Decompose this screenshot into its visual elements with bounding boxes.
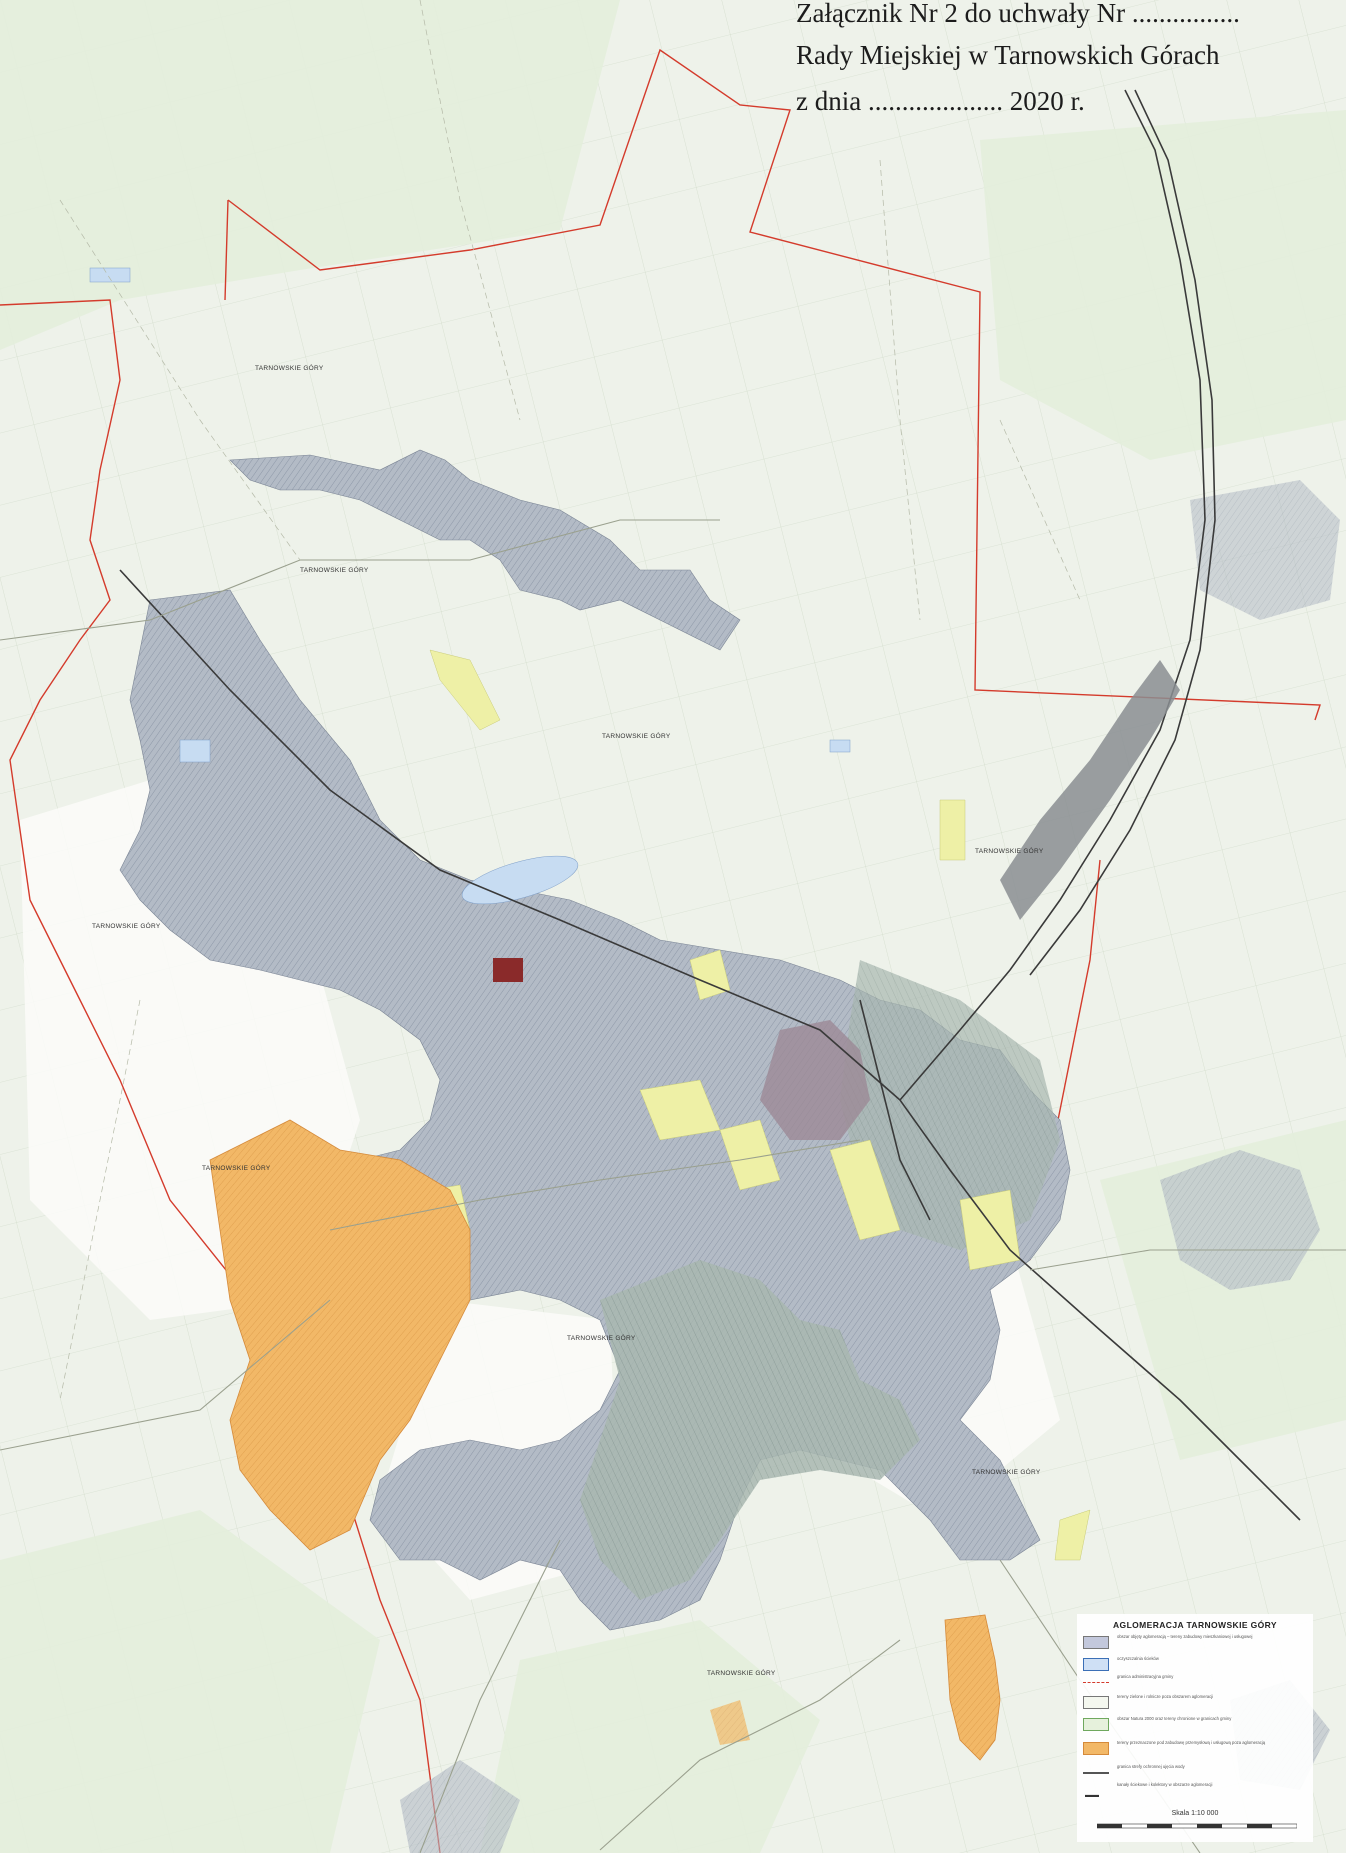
legend-item-text: tereny przeznaczone pod zabudowę przemys… xyxy=(1117,1740,1266,1745)
orange-zone-small xyxy=(710,1700,750,1745)
south-settlement xyxy=(400,1760,520,1853)
header-line-3: z dnia .................... 2020 r. xyxy=(796,86,1085,116)
marshalling-yard xyxy=(1000,660,1180,920)
legend-item: ▬▬ kanały ściekowe i kolektory w obszarz… xyxy=(1083,1782,1309,1808)
label-tg-north2: TARNOWSKIE GÓRY xyxy=(300,565,369,574)
agglomeration-south xyxy=(580,1260,920,1600)
label-tg-east: TARNOWSKIE GÓRY xyxy=(975,846,1044,855)
north-settlement xyxy=(229,449,741,651)
legend-item: tereny przeznaczone pod zabudowę przemys… xyxy=(1083,1740,1309,1766)
legend-item: oczyszczalnia ścieków xyxy=(1083,1656,1309,1682)
legend-swatch xyxy=(1083,1636,1109,1649)
label-tg-west: TARNOWSKIE GÓRY xyxy=(92,921,161,930)
legend-item-text: granica administracyjna gminy xyxy=(1117,1674,1174,1679)
label-tg-center-n: TARNOWSKIE GÓRY xyxy=(602,731,671,740)
legend-swatch xyxy=(1083,1682,1109,1684)
legend-item-text: tereny zielone i rolnicze poza obszarem … xyxy=(1117,1694,1214,1699)
agglomeration-east xyxy=(840,960,1060,1250)
municipal-boundary xyxy=(0,48,1321,1853)
industrial-block xyxy=(493,958,523,982)
legend-swatch xyxy=(1083,1742,1109,1755)
map-legend: AGLOMERACJA TARNOWSKIE GÓRY obszar objęt… xyxy=(1077,1614,1313,1842)
legend-swatch xyxy=(1083,1658,1109,1671)
svg-text:▬▬: ▬▬ xyxy=(1085,1792,1099,1799)
legend-item: granica strefy ochronnej ujęcia wody xyxy=(1083,1764,1309,1790)
label-tg-center: TARNOWSKIE GÓRY xyxy=(567,1333,636,1342)
legend-item: obszar objęty aglomeracją – tereny zabud… xyxy=(1083,1634,1309,1660)
legend-item-text: oczyszczalnia ścieków xyxy=(1117,1656,1159,1661)
legend-swatch: ▬▬ xyxy=(1083,1786,1109,1799)
tracks xyxy=(59,0,1081,1401)
scale-label: Skala 1:10 000 xyxy=(1171,1810,1219,1817)
label-tg-west2: TARNOWSKIE GÓRY xyxy=(202,1163,271,1172)
scale-bar xyxy=(1097,1823,1297,1829)
header-line-1: Załącznik Nr 2 do uchwały Nr ...........… xyxy=(796,0,1240,28)
legend-swatch xyxy=(1083,1718,1109,1731)
northeast-settlement xyxy=(1190,480,1340,620)
yellow-zones xyxy=(429,649,1091,1561)
legend-item-text: granica strefy ochronnej ujęcia wody xyxy=(1117,1764,1185,1769)
southeast-settlement xyxy=(1160,1150,1320,1290)
legend-title: AGLOMERACJA TARNOWSKIE GÓRY xyxy=(1113,1620,1277,1630)
orange-zone-west xyxy=(209,1119,471,1551)
label-tg-south: TARNOWSKIE GÓRY xyxy=(707,1668,776,1677)
legend-item: granica administracyjna gminy xyxy=(1083,1674,1309,1700)
legend-item-text: obszar Natura 2000 oraz tereny chronione… xyxy=(1117,1716,1232,1721)
legend-item-text: obszar objęty aglomeracją – tereny zabud… xyxy=(1117,1634,1253,1639)
legend-item-text: kanały ściekowe i kolektory w obszarze a… xyxy=(1117,1782,1213,1787)
sewer-symbol-icon: ▬▬ xyxy=(1085,1792,1099,1799)
legend-item: tereny zielone i rolnicze poza obszarem … xyxy=(1083,1694,1309,1720)
legend-swatch xyxy=(1083,1696,1109,1709)
orange-zone-east xyxy=(944,1614,1001,1761)
legend-item: obszar Natura 2000 oraz tereny chronione… xyxy=(1083,1716,1309,1742)
legend-swatch xyxy=(1083,1772,1109,1774)
label-tg-north: TARNOWSKIE GÓRY xyxy=(255,363,324,372)
header-line-2: Rady Miejskiej w Tarnowskich Górach xyxy=(796,40,1220,70)
label-tg-southeast: TARNOWSKIE GÓRY xyxy=(972,1467,1041,1476)
